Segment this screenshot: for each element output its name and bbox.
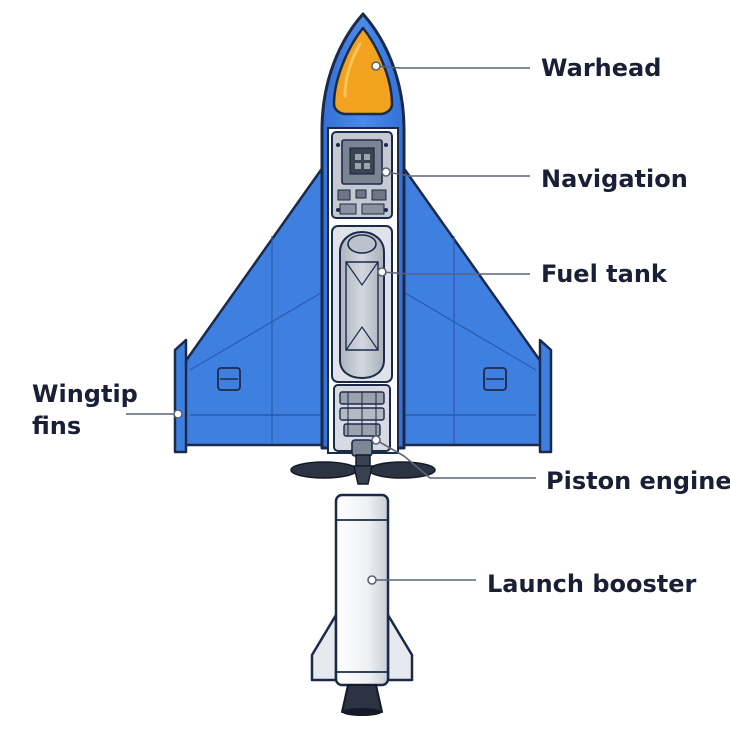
booster-fin-left <box>310 613 338 682</box>
booster-body <box>334 493 390 687</box>
label-wingtip-fins: Wingtip fins <box>32 380 138 440</box>
label-launch-booster: Launch booster <box>487 570 697 598</box>
fuel-tank <box>331 225 393 383</box>
propeller-spinner <box>353 465 373 485</box>
label-navigation: Navigation <box>541 165 688 193</box>
leader-warhead <box>375 65 530 69</box>
propeller-blade-left <box>290 461 358 479</box>
launch-booster <box>310 493 414 716</box>
booster-fin-right <box>386 613 414 682</box>
label-warhead: Warhead <box>541 54 662 82</box>
booster-nozzle <box>341 684 383 713</box>
propeller-blade-right <box>368 461 436 479</box>
propeller <box>290 454 436 485</box>
leader-fuel-tank <box>381 271 530 275</box>
leader-lines <box>126 65 536 581</box>
warhead-nose-cone <box>332 26 394 116</box>
left-wingtip-fin <box>173 338 188 454</box>
navigation-module <box>331 131 393 219</box>
right-wingtip-fin <box>538 338 553 454</box>
left-hatch <box>217 367 241 391</box>
leader-dots <box>173 61 391 585</box>
right-wing <box>396 158 543 447</box>
wingtip-fins <box>173 338 553 454</box>
leader-navigation <box>385 171 530 177</box>
label-piston-engine: Piston engine <box>546 467 730 495</box>
left-wing <box>183 158 330 447</box>
piston-engine-assembly <box>333 384 391 457</box>
right-hatch <box>483 367 507 391</box>
leader-piston-engine <box>375 439 536 479</box>
label-fuel-tank: Fuel tank <box>541 260 667 288</box>
